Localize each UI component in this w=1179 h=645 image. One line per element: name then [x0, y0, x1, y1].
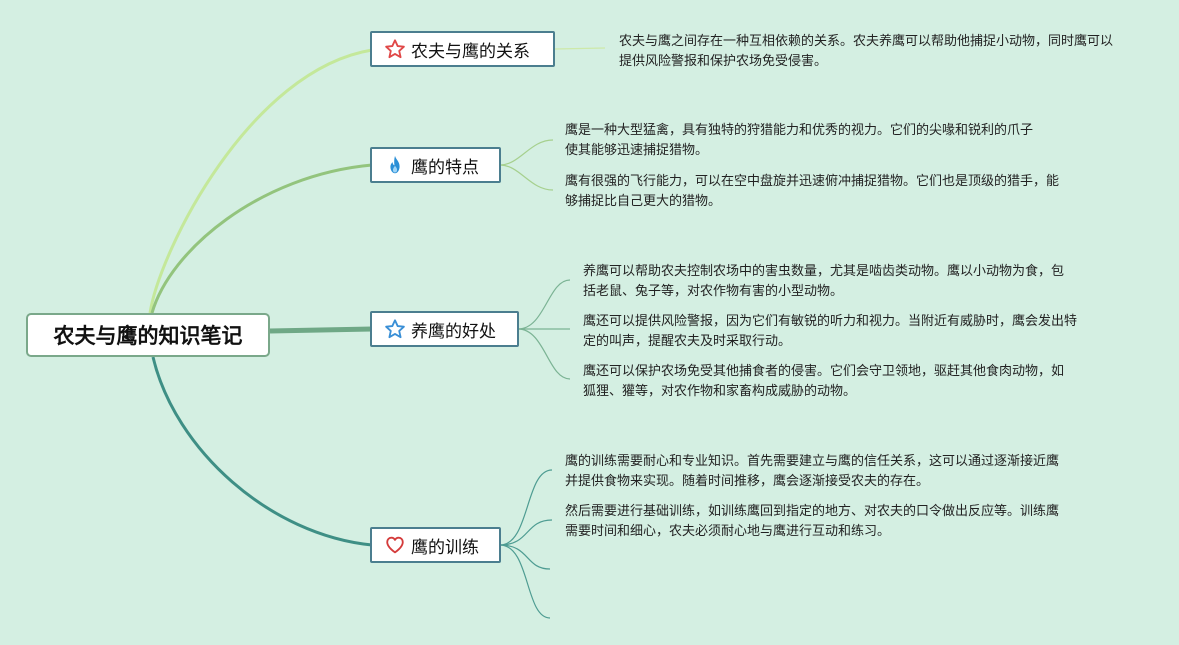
- note-traits-2: 鹰有很强的飞行能力，可以在空中盘旋并迅速俯冲捕捉猎物。它们也是顶级的猎手，能够捕…: [565, 174, 1060, 209]
- connector-root-branch-3: [269, 326, 373, 334]
- star-outline-blue-icon: [384, 318, 406, 340]
- connector-branch-4-note-4: [499, 544, 551, 619]
- branch-eagle-traits[interactable]: 鹰的特点: [370, 147, 501, 183]
- connector-branch-4-note-2: [499, 519, 553, 546]
- star-outline-red-icon: [384, 38, 406, 60]
- root-topic-label: 农夫与鹰的知识笔记: [53, 324, 243, 348]
- connector-branch-2-note-1: [499, 139, 554, 166]
- connector-branch-3-note-1: [517, 279, 571, 330]
- connector-root-branch-2: [150, 163, 373, 314]
- note-training-1: 鹰的训练需要耐心和专业知识。首先需要建立与鹰的信任关系，这可以通过逐渐接近鹰并提…: [565, 454, 1060, 489]
- branch-eagle-training[interactable]: 鹰的训练: [370, 527, 501, 563]
- heart-outline-icon: [384, 534, 406, 556]
- connector-branch-3-note-3: [517, 328, 571, 380]
- branch-label: 鹰的训练: [411, 537, 479, 558]
- branch-label: 养鹰的好处: [411, 321, 496, 342]
- note-benefits-2: 鹰还可以提供风险警报，因为它们有敏锐的听力和视力。当附近有威胁时，鹰会发出特定的…: [583, 314, 1078, 349]
- note-benefits-1: 养鹰可以帮助农夫控制农场中的害虫数量，尤其是啮齿类动物。鹰以小动物为食，包括老鼠…: [583, 264, 1065, 299]
- note-training-2: 然后需要进行基础训练，如训练鹰回到指定的地方、对农夫的口令做出反应等。训练鹰需要…: [565, 504, 1060, 539]
- connector-root-branch-1: [148, 48, 373, 314]
- flame-icon: [384, 154, 406, 176]
- connector-root-branch-4: [151, 356, 373, 547]
- branch-farmer-eagle-relationship[interactable]: 农夫与鹰的关系: [370, 31, 555, 67]
- note-relationship-1: 农夫与鹰之间存在一种互相依赖的关系。农夫养鹰可以帮助他捕捉小动物，同时鹰可以提供…: [619, 34, 1114, 69]
- connector-branch-4-note-1: [499, 469, 553, 546]
- connector-branch-2-note-2: [499, 164, 554, 191]
- connector-branch-4-note-3: [499, 544, 551, 570]
- branch-label: 农夫与鹰的关系: [411, 41, 530, 62]
- branch-benefits-of-keeping-eagles[interactable]: 养鹰的好处: [370, 311, 519, 347]
- branch-label: 鹰的特点: [411, 157, 479, 178]
- connector-branch-1-note-1: [554, 47, 606, 50]
- note-traits-1: 鹰是一种大型猛禽，具有独特的狩猎能力和优秀的视力。它们的尖喙和锐利的爪子使其能够…: [565, 123, 1034, 158]
- note-benefits-3: 鹰还可以保护农场免受其他捕食者的侵害。它们会守卫领地，驱赶其他食肉动物，如狐狸、…: [583, 364, 1065, 399]
- root-topic[interactable]: 农夫与鹰的知识笔记: [26, 313, 270, 357]
